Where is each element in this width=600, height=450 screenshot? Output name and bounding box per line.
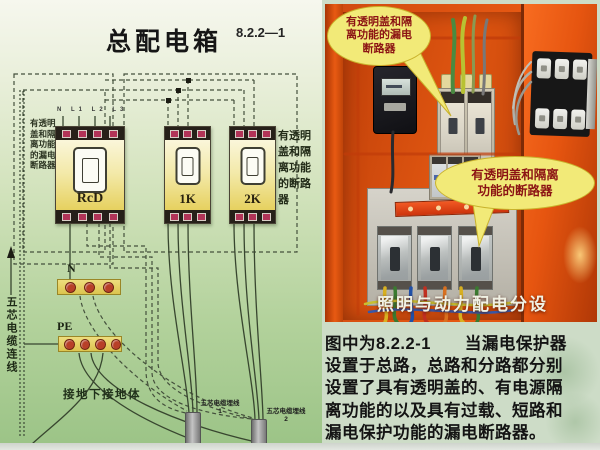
rcd-leakage-breaker: RcD [55, 126, 125, 224]
description-line: 设置了具有透明盖的、有电源隔 [325, 379, 563, 398]
branch-breaker-2k: 2K [229, 126, 276, 224]
breaker-body: 1K [165, 140, 210, 210]
breaker-bottom-terminals [56, 210, 124, 223]
watermark-blob [545, 392, 600, 450]
breaker-label: 2K [244, 191, 261, 206]
pe-bus-label: PE [57, 319, 73, 333]
branch-breaker-1k: 1K [164, 126, 211, 224]
description-paragraph: 图中为8.2.2-1 当漏电保护器 设置于总路，总路和分路都分别 设置了具有透明… [325, 333, 599, 444]
description-line: 设置于总路，总路和分路都分别 [325, 357, 563, 376]
main-distribution-box-diagram: 总配电箱 8.2.2—1 N L1 L2 L3 RcD 1K 2K [0, 0, 322, 444]
wiring-diagram-lines [7, 73, 298, 444]
buried-cable-conduit-1 [185, 412, 201, 444]
breaker-top-terminals [230, 127, 275, 140]
slide-bottom-edge [0, 443, 600, 450]
pe-bus-bar [58, 336, 122, 352]
grounding-label: 接地下接地体 [63, 389, 141, 401]
code-reference: 8.2.2—1 [236, 25, 286, 40]
cabinet-photo: 有透明盖和隔 离功能的漏电 断路器 有透明盖和隔离 功能的断路器 照明与动力配电… [325, 4, 597, 322]
breaker-body: 2K [230, 140, 275, 210]
molded-case-breaker-1 [377, 226, 412, 290]
meter-seal-tag [384, 103, 406, 111]
breaker-top-terminals [56, 127, 124, 140]
transparent-cover-window [240, 147, 265, 185]
callout-breaker: 有透明盖和隔离 功能的断路器 [435, 156, 595, 210]
breaker-label: 1K [179, 191, 196, 206]
description-line: 图中为8.2.2-1 当漏电保护器 [325, 335, 567, 353]
transparent-cover-window [73, 147, 107, 193]
neutral-bus-bar [57, 279, 121, 295]
door-reflection [563, 226, 597, 284]
breaker-label: RcD [76, 191, 104, 206]
buried-cable-1-label: 五芯电缆埋线 1 [200, 400, 240, 415]
description-line: 漏电保护功能的漏电断路器。 [325, 423, 546, 442]
breaker-bottom-terminals [230, 210, 275, 223]
buried-cable-2-label: 五芯电缆埋线 2 [266, 408, 306, 423]
meter-display [381, 78, 411, 96]
transparent-cover-window [175, 147, 200, 185]
description-line: 离功能的以及具有过载、短路和 [325, 401, 563, 420]
breaker-note: 有透明盖和隔离功能的断路器 [278, 130, 311, 206]
callout-leakage-breaker: 有透明盖和隔 离功能的漏电 断路器 [327, 6, 431, 66]
phase-terminal-labels: N L1 L2 L3 [57, 107, 128, 113]
molded-case-breaker-2 [417, 226, 452, 290]
incoming-cable-label: 五芯电缆连线 [5, 296, 17, 374]
diagram-title: 总配电箱 [106, 28, 223, 56]
cabinet-left-frame [325, 4, 343, 322]
breaker-body: RcD [56, 140, 124, 210]
breaker-bottom-terminals [165, 210, 210, 223]
photo-caption: 照明与动力配电分设 [377, 295, 548, 314]
molded-case-breaker-3 [458, 226, 493, 290]
energy-meter [373, 66, 417, 134]
photo-wires-and-callout-tails [343, 14, 533, 322]
breaker-top-terminals [165, 127, 210, 140]
leakage-breaker-note: 有透明盖和隔离功能的漏电断路器 [30, 118, 56, 170]
n-bus-label: N [67, 261, 76, 275]
